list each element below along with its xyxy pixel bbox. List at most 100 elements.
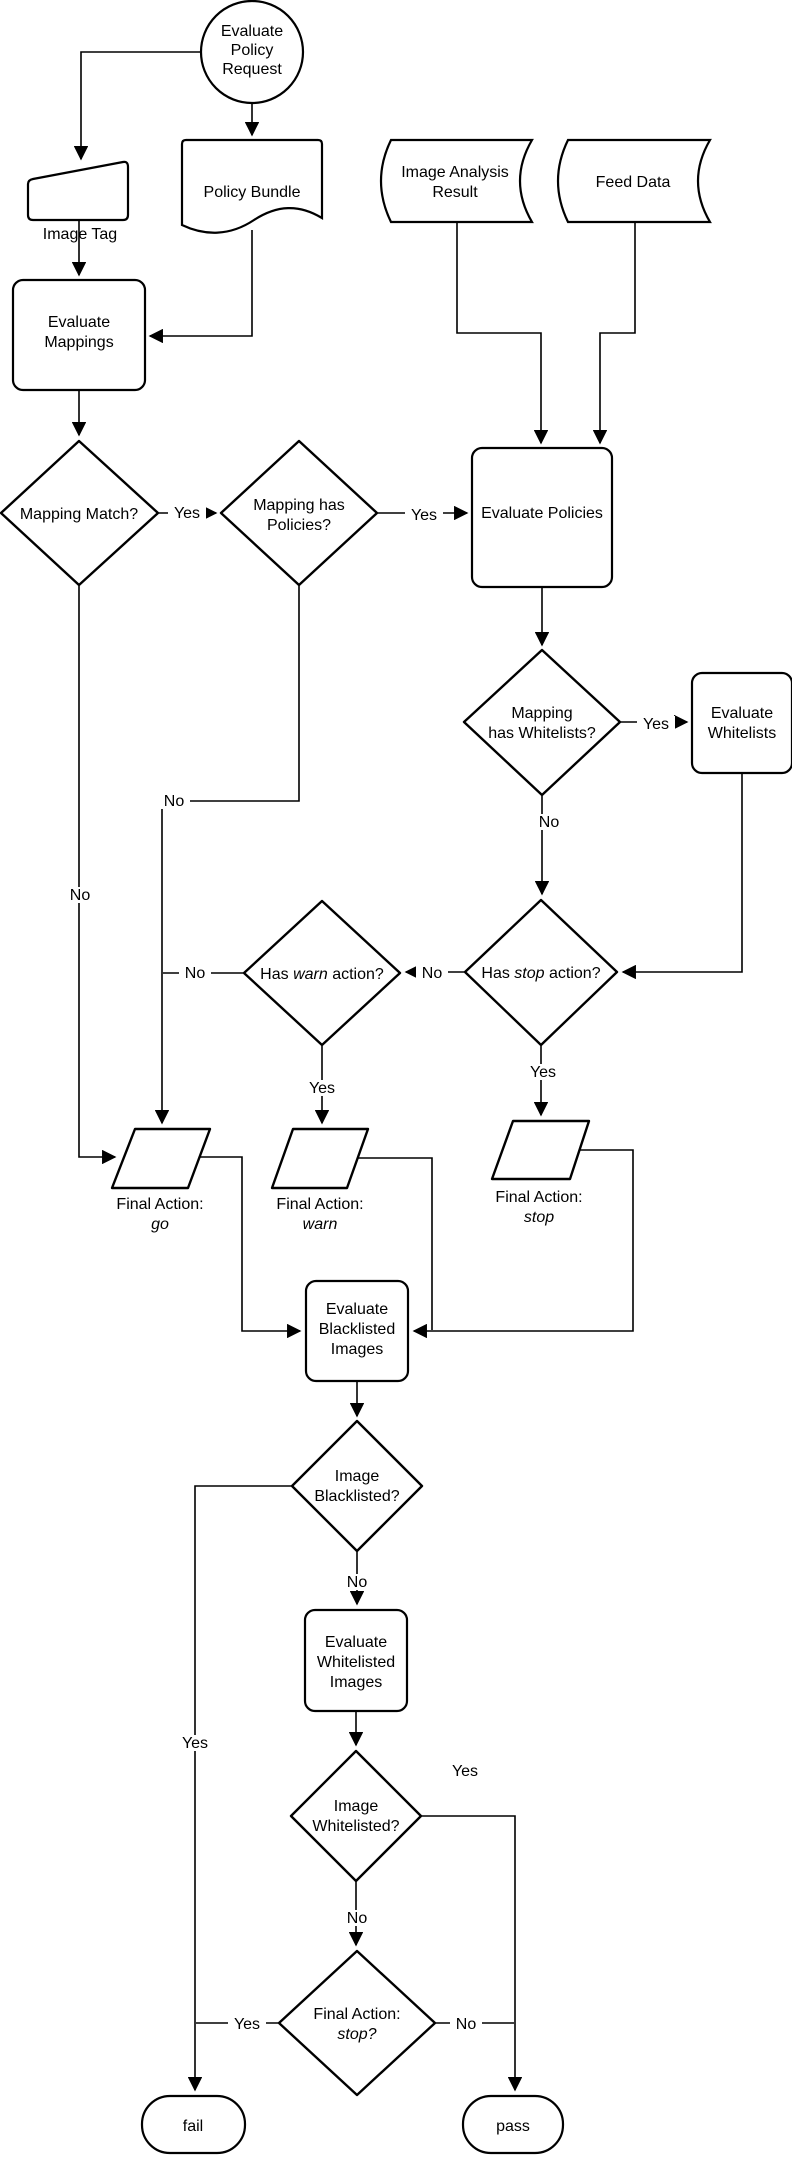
node-evaluate-policies: Evaluate Policies bbox=[470, 446, 614, 589]
node-label: go bbox=[151, 1216, 169, 1233]
node-label: warn bbox=[303, 1216, 338, 1233]
edge-label-text: Yes bbox=[530, 1064, 556, 1081]
node-evaluate-policy-request: Evaluate Policy Request bbox=[199, 0, 305, 105]
process-shape bbox=[470, 446, 614, 589]
process-shape bbox=[11, 278, 147, 392]
node-label: Evaluate bbox=[325, 1634, 387, 1651]
node-label: Evaluate bbox=[221, 23, 283, 40]
node-mapping-has-whitelists: Mapping has Whitelists? bbox=[462, 648, 622, 797]
node-label: Mapping Match? bbox=[20, 506, 138, 523]
node-label: Result bbox=[432, 184, 478, 201]
node-label: Images bbox=[331, 1341, 383, 1358]
node-label: Final Action: bbox=[313, 2006, 400, 2023]
decision-shape bbox=[277, 1949, 437, 2097]
node-label: Image bbox=[335, 1468, 380, 1485]
edge-label-image-whitelisted-yes: Yes bbox=[446, 1763, 484, 1780]
node-label: Final Action: bbox=[276, 1196, 363, 1213]
node-label: Request bbox=[222, 61, 282, 78]
node-evaluate-blacklisted-images: Evaluate Blacklisted Images bbox=[304, 1279, 410, 1383]
process-shape bbox=[303, 1608, 409, 1713]
stored-data-shape bbox=[556, 138, 712, 224]
edge-label-text: No bbox=[347, 1910, 368, 1927]
edge-label-text: Yes bbox=[182, 1735, 208, 1752]
node-label: Policies? bbox=[267, 517, 331, 534]
edge-image-analysis-to-evaluate-policies bbox=[456, 223, 549, 445]
node-feed-data: Feed Data bbox=[556, 138, 712, 224]
decision-shape bbox=[463, 898, 619, 1047]
start-circle bbox=[199, 0, 305, 105]
decision-shape bbox=[242, 899, 402, 1047]
edge-start-to-image-tag bbox=[73, 51, 201, 161]
edge-label-has-warn-yes: Yes bbox=[303, 1080, 341, 1097]
edge-label-final-action-stop-no: No bbox=[450, 2016, 482, 2033]
edge-label-text: No bbox=[539, 814, 560, 831]
edge-final-stop-to-evaluate-blacklisted bbox=[412, 1149, 634, 1339]
node-mapping-has-policies: Mapping has Policies? bbox=[219, 439, 379, 587]
manual-input-shape bbox=[26, 160, 130, 222]
edge-label-mapping-has-policies-no: No bbox=[158, 793, 190, 810]
edge-label-image-whitelisted-no: No bbox=[341, 1910, 373, 1927]
edge-label-mapping-has-whitelists-no: No bbox=[533, 814, 565, 831]
edge-label-mapping-has-whitelists-yes: Yes bbox=[637, 716, 675, 733]
node-label: Evaluate Policies bbox=[481, 505, 603, 522]
node-label: Evaluate bbox=[48, 314, 110, 331]
edge-label-image-blacklisted-no: No bbox=[341, 1574, 373, 1591]
node-label: Has stop action? bbox=[481, 965, 600, 982]
node-final-action-warn: Final Action: warn bbox=[270, 1127, 370, 1233]
edge-final-warn-to-evaluate-blacklisted bbox=[358, 1157, 433, 1330]
node-label: Feed Data bbox=[596, 174, 671, 191]
node-label: Images bbox=[330, 1674, 382, 1691]
decision-shape bbox=[219, 439, 379, 587]
node-label: Final Action: bbox=[495, 1189, 582, 1206]
edge-label-mapping-has-policies-yes: Yes bbox=[405, 507, 443, 524]
edge-label-text: No bbox=[164, 793, 185, 810]
node-policy-bundle: Policy Bundle bbox=[180, 138, 324, 234]
edge-label-has-stop-no: No bbox=[416, 965, 448, 982]
node-has-warn-action: Has warn action? bbox=[242, 899, 402, 1047]
edge-label-text: Yes bbox=[643, 716, 669, 733]
node-label: Mapping has bbox=[253, 497, 345, 514]
edge-label-text: Yes bbox=[174, 505, 200, 522]
edge-evaluate-whitelists-to-has-stop bbox=[621, 774, 743, 980]
node-label: Image Analysis bbox=[401, 164, 509, 181]
edge-image-whitelisted-yes bbox=[422, 1815, 523, 2092]
node-has-stop-action: Has stop action? bbox=[463, 898, 619, 1047]
edge-labels: Yes Yes Yes No No No No No Yes Yes No Ye… bbox=[64, 505, 675, 2033]
node-pass-terminal: pass bbox=[461, 2094, 565, 2155]
output-shape bbox=[110, 1127, 212, 1190]
edge-label-text: No bbox=[185, 965, 206, 982]
node-label: Policy Bundle bbox=[204, 184, 301, 201]
node-image-analysis-result: Image Analysis Result bbox=[379, 138, 534, 224]
node-final-action-go: Final Action: go bbox=[110, 1127, 212, 1233]
edge-image-blacklisted-yes bbox=[187, 1485, 291, 2092]
edge-label-final-action-stop-yes: Yes bbox=[228, 2016, 266, 2033]
edge-label-mapping-match-yes: Yes bbox=[168, 505, 206, 522]
node-label: Blacklisted bbox=[319, 1321, 395, 1338]
terminal-shape bbox=[140, 2094, 247, 2155]
node-label: Blacklisted? bbox=[314, 1488, 399, 1505]
edge-mapping-has-policies-no bbox=[154, 586, 300, 1125]
node-image-blacklisted: Image Blacklisted? bbox=[290, 1419, 424, 1553]
node-label: has Whitelists? bbox=[488, 725, 596, 742]
node-label: stop? bbox=[337, 2026, 376, 2043]
node-label: Image bbox=[334, 1798, 379, 1815]
node-label: pass bbox=[496, 2118, 530, 2135]
edge-label-has-warn-no: No bbox=[179, 965, 211, 982]
node-final-action-stop: Final Action: stop bbox=[490, 1119, 591, 1226]
edge-policy-bundle-to-evaluate-mappings bbox=[148, 230, 253, 344]
document-shape bbox=[180, 138, 324, 234]
edge-label-mapping-match-no: No bbox=[64, 887, 96, 904]
node-evaluate-mappings: Evaluate Mappings bbox=[11, 278, 147, 392]
edge-feed-data-to-evaluate-policies bbox=[592, 223, 636, 445]
node-label: Has warn action? bbox=[260, 966, 384, 983]
edge-label-text: No bbox=[422, 965, 443, 982]
edge-label-text: Yes bbox=[234, 2016, 260, 2033]
edge-label-text: No bbox=[70, 887, 91, 904]
node-evaluate-whitelists: Evaluate Whitelists bbox=[690, 671, 792, 775]
node-label: Evaluate bbox=[711, 705, 773, 722]
node-mapping-match: Mapping Match? bbox=[0, 439, 160, 587]
edge-final-go-to-evaluate-blacklisted bbox=[199, 1156, 302, 1339]
node-image-whitelisted: Image Whitelisted? bbox=[289, 1749, 423, 1883]
node-final-action-stop-question: Final Action: stop? bbox=[277, 1949, 437, 2097]
